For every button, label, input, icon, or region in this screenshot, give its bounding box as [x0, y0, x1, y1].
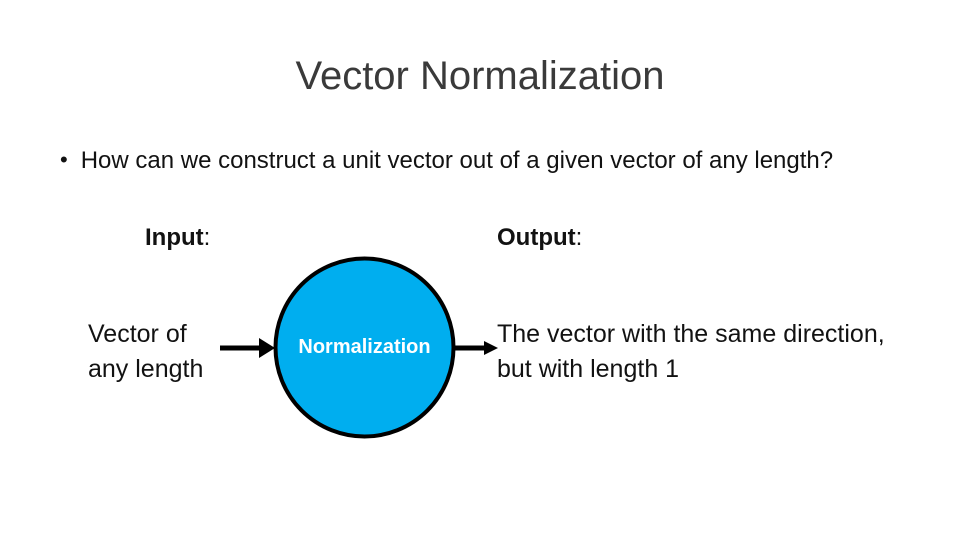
input-arrow-icon	[220, 338, 275, 358]
slide-title: Vector Normalization	[295, 54, 665, 98]
input-vector-text-line1: Vector of	[88, 320, 187, 348]
output-label-colon: :	[575, 224, 583, 251]
output-arrow-head	[484, 341, 498, 355]
input-vector-text: Vector of any length	[88, 317, 203, 387]
input-label-colon: :	[203, 224, 211, 251]
input-label-text: Input	[145, 224, 204, 251]
input-label: Input:	[145, 224, 210, 252]
output-label-text: Output	[497, 224, 576, 251]
process-circle-label: Normalization	[298, 336, 431, 358]
bullet-item: • How can we construct a unit vector out…	[60, 147, 833, 175]
bullet-marker: •	[60, 147, 68, 172]
output-arrow-icon	[452, 341, 498, 355]
output-vector-text-line2: but with length 1	[497, 355, 680, 383]
output-label: Output:	[497, 224, 582, 252]
normalization-node: Normalization	[271, 254, 458, 441]
input-vector-text-line2: any length	[88, 355, 204, 383]
output-vector-text: The vector with the same direction, but …	[497, 317, 885, 387]
bullet-text: How can we construct a unit vector out o…	[80, 147, 834, 174]
output-vector-text-line1: The vector with the same direction,	[497, 320, 885, 348]
input-arrow-head	[259, 338, 275, 358]
